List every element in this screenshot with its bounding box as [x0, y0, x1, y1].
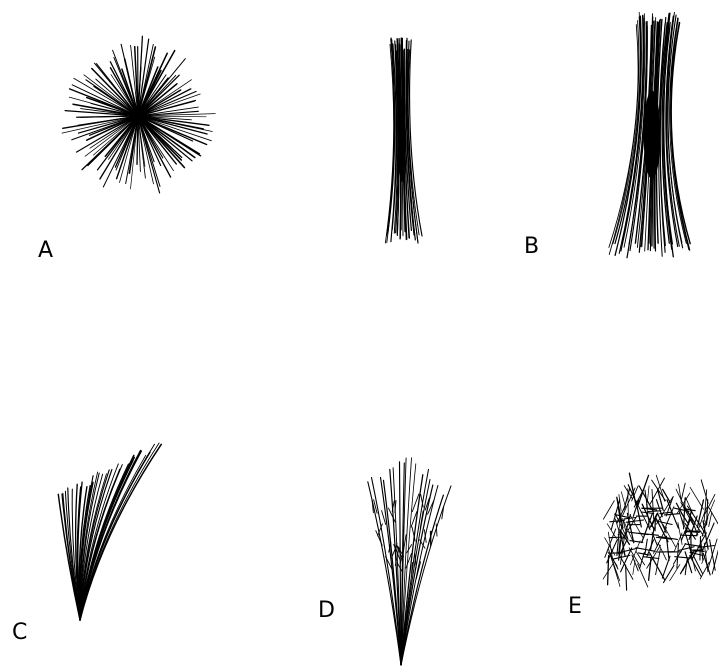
band-fiber: [645, 539, 647, 554]
burst-core: [129, 107, 147, 125]
fan-c: [58, 443, 161, 620]
band-fiber: [603, 501, 614, 520]
band-fiber: [670, 565, 680, 581]
band-fiber: [626, 565, 627, 590]
branch-twig: [407, 545, 412, 553]
label-a: A: [38, 240, 53, 262]
band-fiber: [710, 540, 716, 571]
band-fiber: [658, 489, 664, 510]
band-fiber: [666, 536, 669, 560]
sheaf-b-small: [385, 38, 422, 243]
band-cross-fiber: [685, 544, 701, 547]
label-d: D: [318, 600, 335, 622]
band-cross-fiber: [610, 520, 625, 522]
band-fiber: [665, 507, 674, 529]
band-fiber: [647, 545, 661, 568]
band-fiber: [628, 489, 629, 515]
band-fiber: [639, 486, 653, 511]
band-fiber: [701, 480, 708, 504]
band-cross-fiber: [660, 512, 671, 514]
band-fiber: [690, 487, 703, 509]
band-cross-fiber: [641, 512, 654, 513]
band-cross-fiber: [630, 541, 643, 543]
sheaf-waist: [398, 108, 405, 183]
band-cross-fiber: [624, 518, 635, 519]
band-fiber: [647, 486, 649, 502]
band-fiber: [640, 552, 645, 568]
band-cross-fiber: [682, 535, 697, 536]
band-fiber: [621, 492, 625, 508]
band-fiber: [638, 564, 648, 587]
band-fiber: [642, 513, 653, 542]
radiating-burst-a: [62, 36, 215, 193]
band-fiber: [707, 500, 708, 525]
sheaf-waist: [644, 91, 661, 180]
band-fiber: [709, 512, 712, 526]
band-cross-fiber: [685, 532, 700, 533]
label-e: E: [568, 596, 582, 618]
band-fiber: [681, 483, 685, 500]
branch-twig: [389, 508, 396, 522]
label-c: C: [12, 622, 27, 644]
band-fiber: [614, 567, 620, 587]
band-fiber: [658, 543, 666, 560]
band-cross-fiber: [648, 511, 661, 512]
band-cross-fiber: [609, 537, 625, 538]
label-b: B: [524, 236, 539, 258]
sheaf-b-large: [609, 12, 690, 257]
band-fiber: [663, 489, 671, 502]
tangled-band-e: [603, 473, 718, 590]
branching-fan-d: [368, 458, 451, 665]
